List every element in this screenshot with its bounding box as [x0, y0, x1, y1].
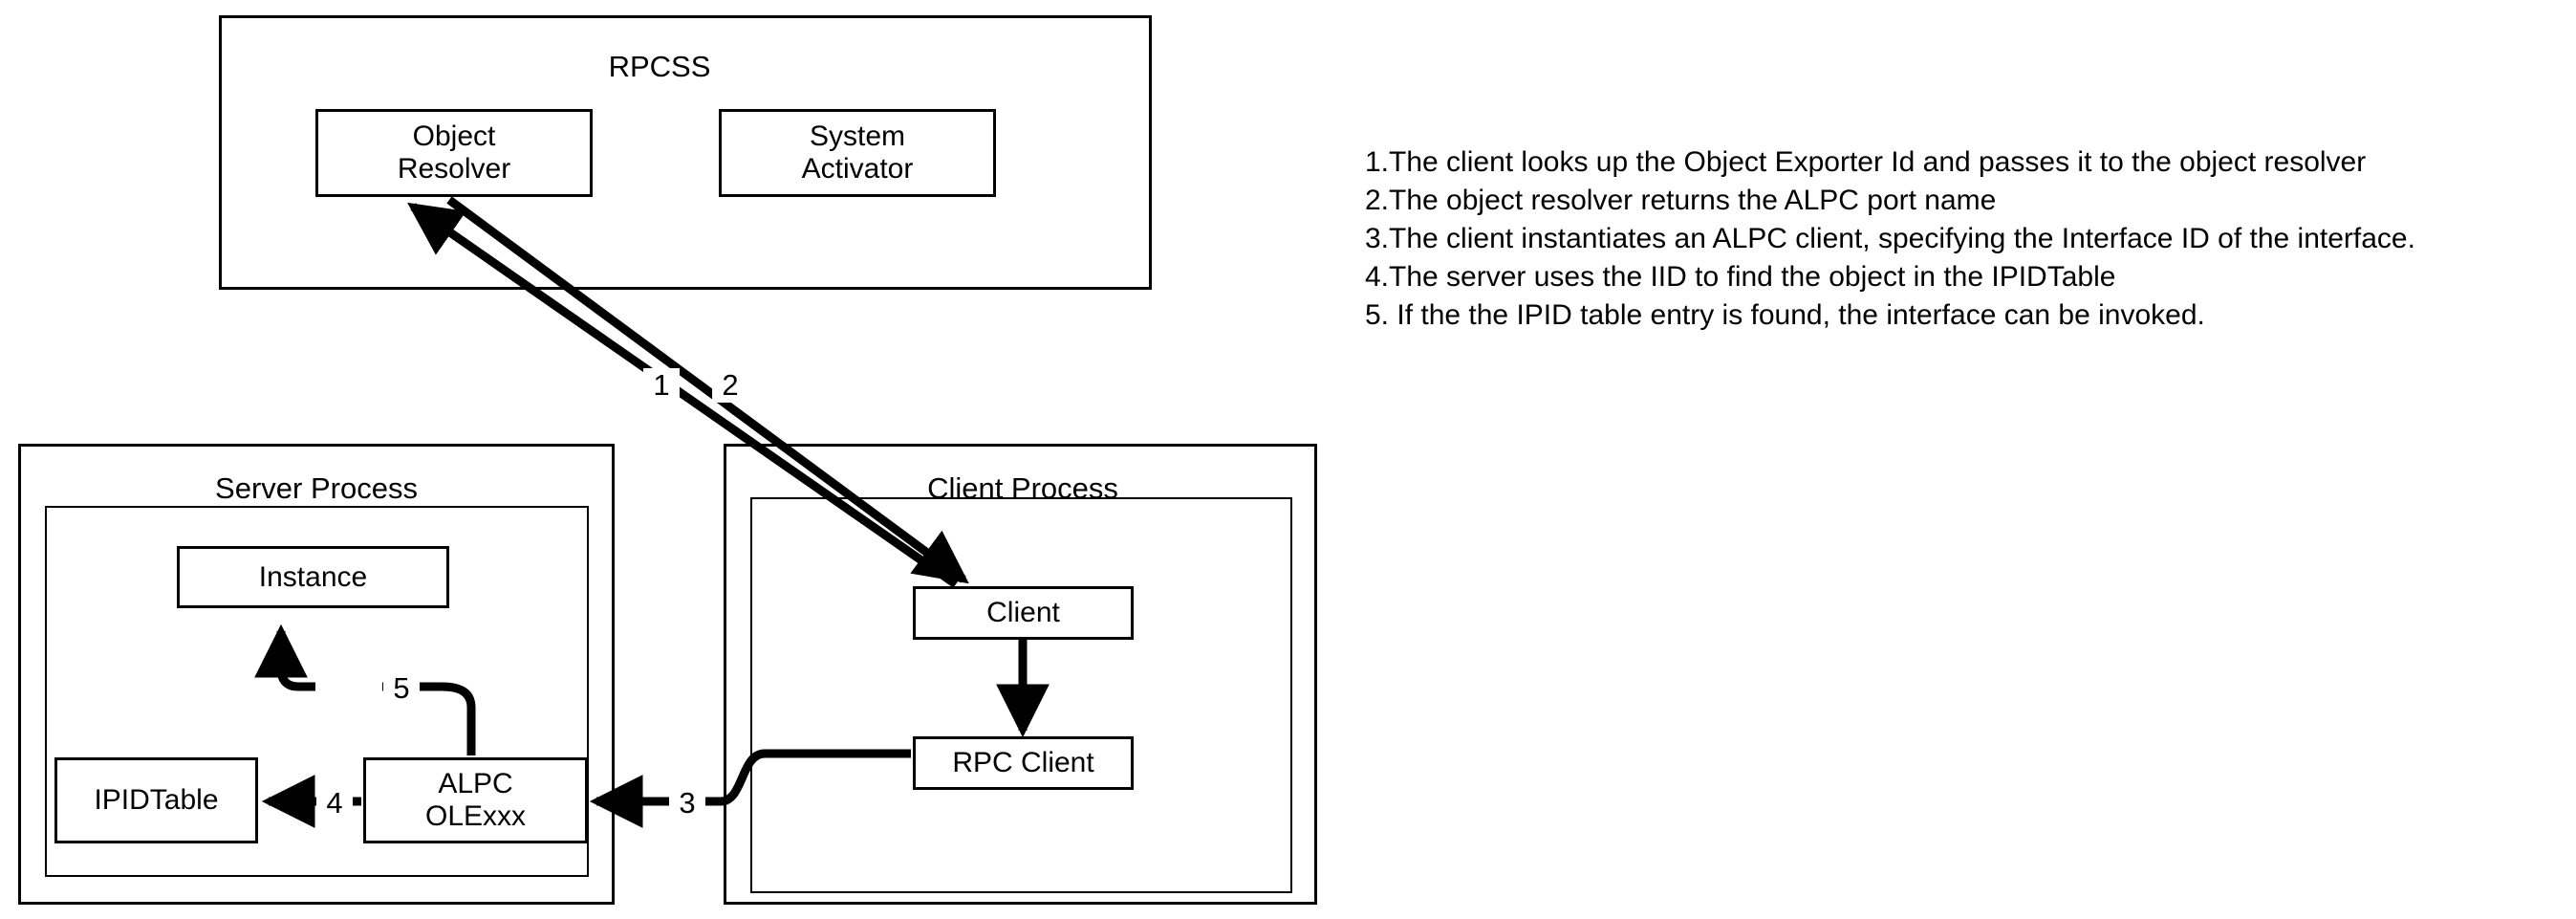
node-client[interactable]: Client [913, 586, 1134, 640]
client-process-title: Client Process [927, 471, 1118, 505]
node-alpc-olexxx[interactable]: ALPC OLExxx [363, 757, 588, 843]
server-process-inner-box [45, 506, 589, 877]
server-process-outer-box [18, 444, 615, 905]
node-system-activator[interactable]: System Activator [719, 109, 996, 197]
node-instance[interactable]: Instance [177, 546, 449, 608]
legend-line-4: 4.The server uses the IID to find the ob… [1365, 260, 2116, 293]
step-label-5: 5 [383, 671, 420, 706]
steps-legend: 1.The client looks up the Object Exporte… [1365, 143, 2550, 334]
legend-line-2: 2.The object resolver returns the ALPC p… [1365, 184, 1997, 216]
legend-line-3: 3.The client instantiates an ALPC client… [1365, 222, 2415, 254]
client-process-inner-box [750, 497, 1292, 893]
step-label-2: 2 [712, 368, 748, 403]
client-process-outer-box [724, 444, 1317, 905]
node-rpc-client[interactable]: RPC Client [913, 736, 1134, 790]
node-object-resolver[interactable]: Object Resolver [315, 109, 593, 197]
step-label-3: 3 [669, 786, 705, 821]
step-label-4: 4 [316, 786, 353, 821]
rpcss-group-title: RPCSS [608, 50, 711, 83]
legend-line-1: 1.The client looks up the Object Exporte… [1365, 146, 2367, 178]
server-process-title: Server Process [215, 471, 418, 505]
step-label-1: 1 [643, 368, 680, 403]
node-ipid-table[interactable]: IPIDTable [54, 757, 258, 843]
legend-line-5: 5. If the the IPID table entry is found,… [1365, 298, 2205, 331]
